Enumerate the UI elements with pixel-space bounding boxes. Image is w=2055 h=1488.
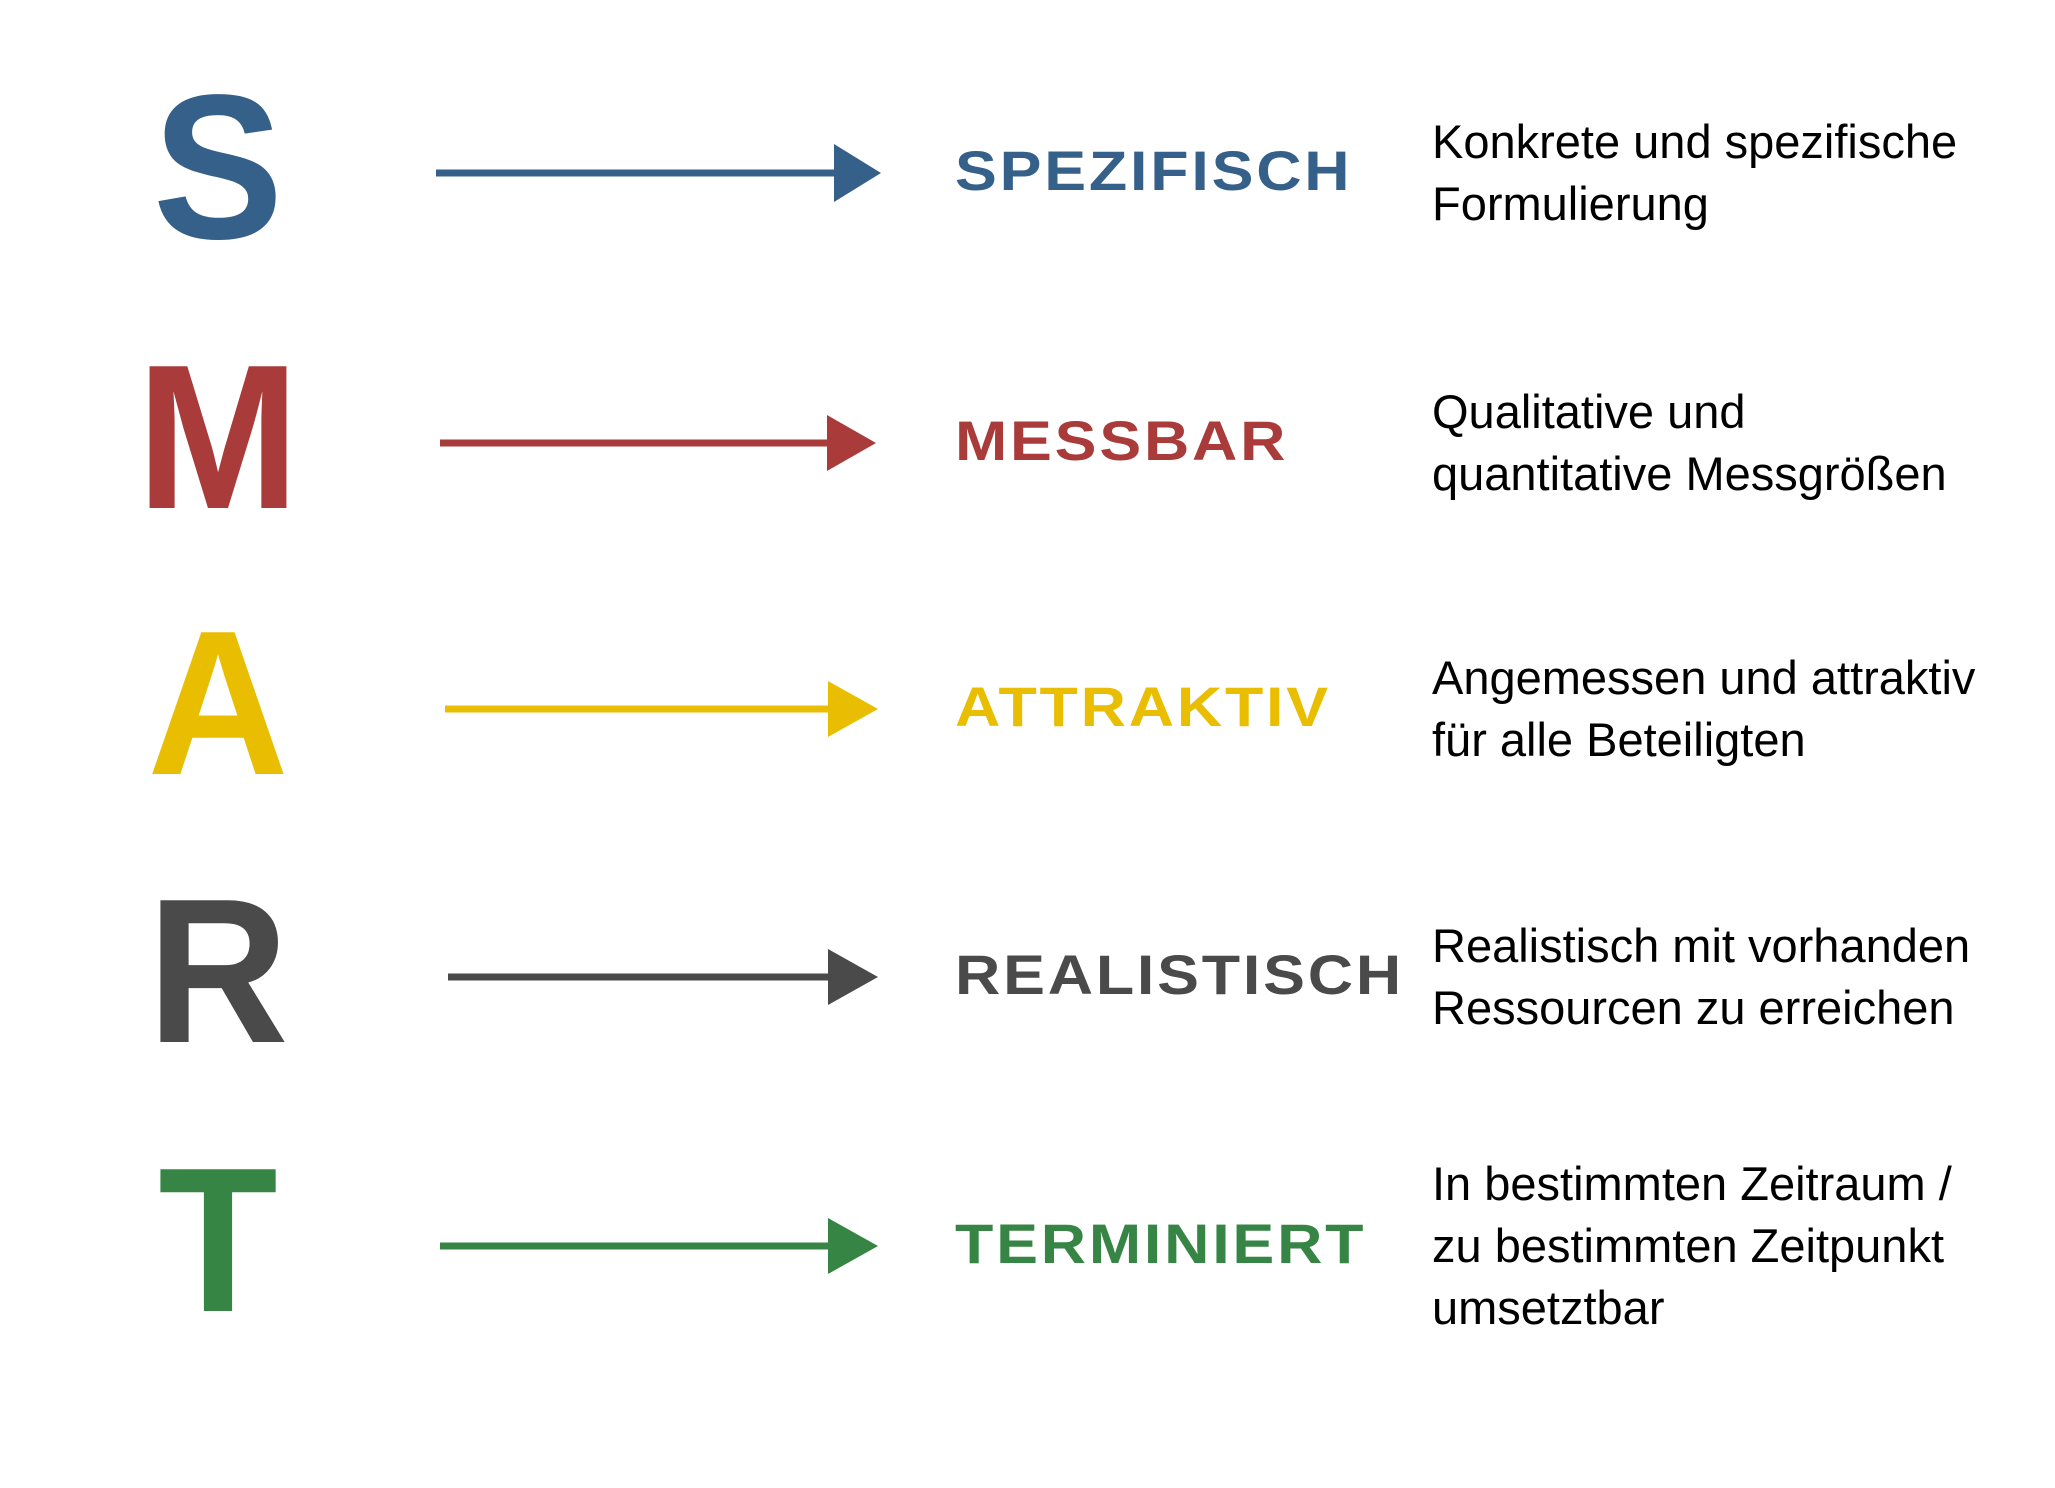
description-line: quantitative Messgrößen — [1432, 447, 1947, 500]
label-realistisch: REALISTISCH — [955, 943, 1404, 1006]
arrow-shaft — [436, 169, 836, 177]
arrow-right-icon — [436, 144, 881, 202]
arrow-head — [828, 681, 878, 737]
description-line: Konkrete und spezifische — [1432, 115, 1958, 168]
arrow-head — [827, 415, 876, 471]
description-line: umsetztbar — [1432, 1281, 1665, 1334]
label-messbar: MESSBAR — [955, 409, 1289, 472]
description-realistisch: Realistisch mit vorhanden Ressourcen zu … — [1432, 915, 2052, 1039]
arrow-head — [828, 1218, 878, 1274]
description-terminiert: In bestimmten Zeitraum / zu bestimmten Z… — [1432, 1153, 2052, 1339]
description-line: Ressourcen zu erreichen — [1432, 981, 1955, 1034]
arrow-right-icon — [445, 681, 878, 737]
description-line: In bestimmten Zeitraum / — [1432, 1157, 1952, 1210]
arrow-right-icon — [440, 1218, 878, 1274]
arrow-shaft — [448, 973, 834, 981]
description-line: zu bestimmten Zeitpunkt — [1432, 1219, 1944, 1272]
label-attraktiv: ATTRAKTIV — [955, 675, 1331, 738]
description-messbar: Qualitative und quantitative Messgrößen — [1432, 381, 2052, 505]
arrow-right-icon — [448, 949, 878, 1005]
description-spezifisch: Konkrete und spezifische Formulierung — [1432, 111, 2052, 235]
arrow-head — [834, 144, 881, 202]
letter-m: M — [136, 322, 300, 552]
description-attraktiv: Angemessen und attraktiv für alle Beteil… — [1432, 647, 2052, 771]
label-terminiert: TERMINIERT — [955, 1212, 1367, 1275]
description-line: Qualitative und — [1432, 385, 1746, 438]
arrow-shaft — [440, 1242, 834, 1250]
letter-s: S — [152, 52, 284, 282]
letter-a: A — [147, 588, 289, 818]
arrow-right-icon — [440, 415, 876, 471]
description-line: Formulierung — [1432, 177, 1709, 230]
label-spezifisch: SPEZIFISCH — [955, 139, 1353, 202]
description-line: für alle Beteiligten — [1432, 713, 1806, 766]
description-line: Realistisch mit vorhanden — [1432, 919, 1971, 972]
letter-t: T — [158, 1125, 278, 1355]
letter-r: R — [147, 856, 289, 1086]
arrow-head — [828, 949, 878, 1005]
arrow-shaft — [445, 705, 835, 713]
description-line: Angemessen und attraktiv — [1432, 651, 1976, 704]
arrow-shaft — [440, 439, 834, 447]
